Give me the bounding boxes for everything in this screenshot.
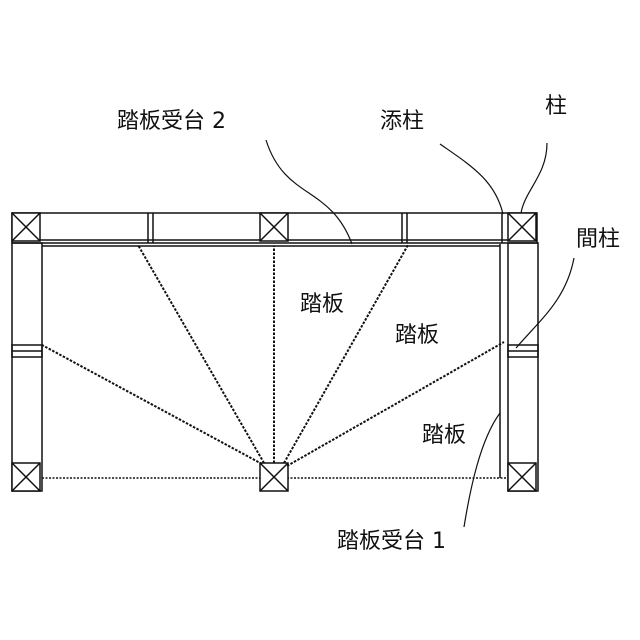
label-step-board-b: 踏板 <box>395 323 439 348</box>
leader-post <box>521 143 547 213</box>
label-step-board-a: 踏板 <box>300 292 344 317</box>
post-top-left <box>12 213 40 241</box>
post-bottom-center <box>260 463 288 491</box>
step-edge-4 <box>284 245 408 463</box>
post-bottom-right <box>508 463 536 491</box>
leader-attached-post <box>440 144 503 214</box>
step-edge-5 <box>287 342 504 466</box>
label-step-board-support-1: 踏板受台 1 <box>337 529 446 554</box>
step-edge-1 <box>42 345 262 464</box>
left-wall <box>12 243 42 491</box>
post-bottom-left <box>12 463 40 491</box>
label-step-board-c: 踏板 <box>422 423 466 448</box>
post-top-right <box>508 213 536 241</box>
label-intermediate-post: 間柱 <box>576 227 620 252</box>
leader-step-board-support-1 <box>464 413 500 527</box>
post-top-center <box>260 213 288 241</box>
leader-intermediate-post <box>516 258 574 348</box>
label-step-board-support-2: 踏板受台 2 <box>117 109 226 134</box>
right-wall <box>508 243 538 491</box>
label-post: 柱 <box>545 94 567 119</box>
label-attached-post: 添柱 <box>380 109 424 134</box>
